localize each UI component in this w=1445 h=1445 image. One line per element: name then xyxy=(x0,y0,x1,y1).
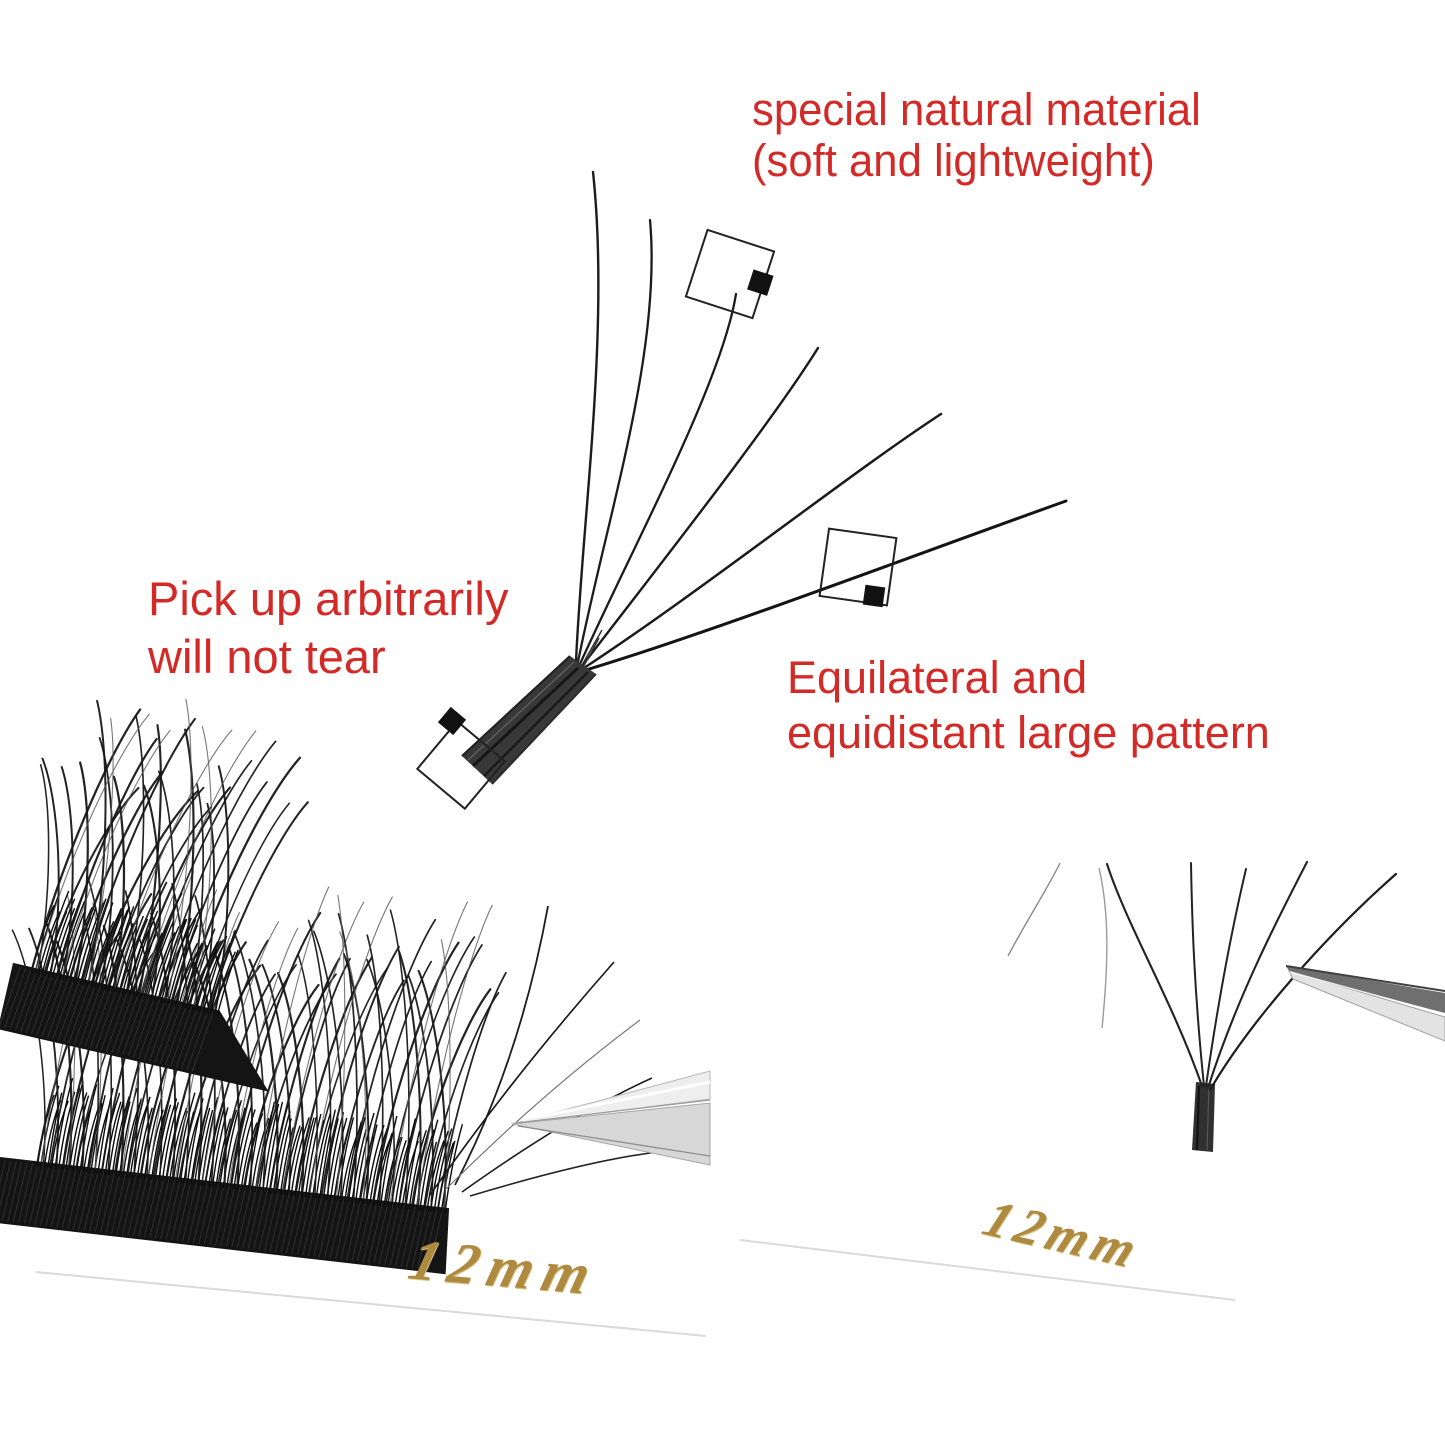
annotation-line: equidistant large pattern xyxy=(787,707,1270,758)
callout-square-top-icon xyxy=(684,228,776,320)
fan-lash xyxy=(576,218,653,664)
left-lash-strip xyxy=(0,871,507,1275)
tweezers-left-icon xyxy=(511,1070,711,1166)
fan-lash xyxy=(578,292,738,666)
annotation-line: special natural material xyxy=(752,84,1201,135)
fan-lash xyxy=(580,346,820,668)
annotation-pattern: Equilateral and equidistant large patter… xyxy=(787,650,1270,760)
stray-lash xyxy=(1098,867,1108,1029)
stray-lash xyxy=(1007,862,1061,957)
callout-square-base-icon xyxy=(415,706,507,811)
right-lash-strip xyxy=(0,698,309,1092)
tray-edge xyxy=(35,1271,707,1337)
single-fan xyxy=(1105,860,1398,1152)
stray-lash xyxy=(429,961,615,1196)
stray-lash xyxy=(444,1019,641,1191)
annotation-pickup: Pick up arbitrarily will not tear xyxy=(148,570,508,686)
fan-lash xyxy=(574,170,600,664)
fan-lash xyxy=(582,412,943,670)
fan-illustration xyxy=(461,170,1068,785)
annotation-line: will not tear xyxy=(148,630,386,683)
stray-lash xyxy=(469,1151,659,1197)
annotation-line: (soft and lightweight) xyxy=(752,135,1155,186)
annotation-material: special natural material (soft and light… xyxy=(752,84,1201,186)
annotation-line: Pick up arbitrarily xyxy=(148,572,509,625)
left-photo xyxy=(0,871,711,1337)
tray-edge xyxy=(739,1239,1236,1301)
fan-lash xyxy=(584,499,1068,672)
callout-square-middle-icon xyxy=(818,527,898,608)
right-photo xyxy=(0,698,1445,1301)
tweezers-right-icon xyxy=(1285,965,1445,1042)
annotation-line: Equilateral and xyxy=(787,652,1088,703)
stray-lash xyxy=(454,905,549,1186)
